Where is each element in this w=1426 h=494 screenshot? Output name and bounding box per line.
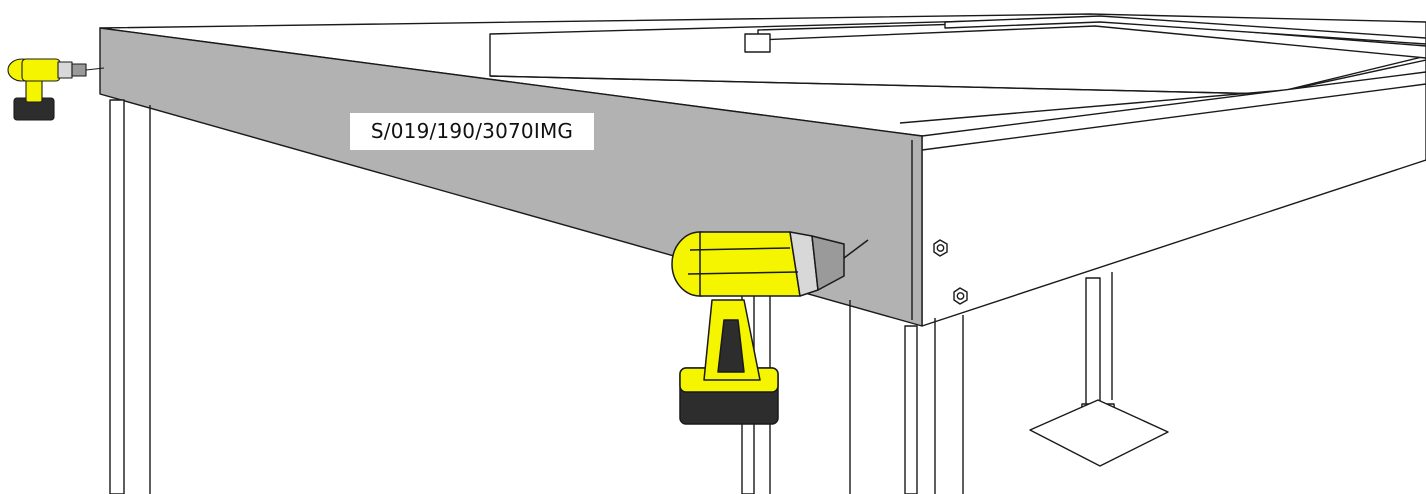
drill-icon (7, 58, 105, 121)
hex-bolt-icon (933, 239, 968, 305)
base-plate (1029, 399, 1169, 467)
roof-rafters (489, 15, 1426, 124)
drill-icon (671, 231, 869, 425)
part-number-label: S/019/190/3070IMG (350, 113, 594, 150)
